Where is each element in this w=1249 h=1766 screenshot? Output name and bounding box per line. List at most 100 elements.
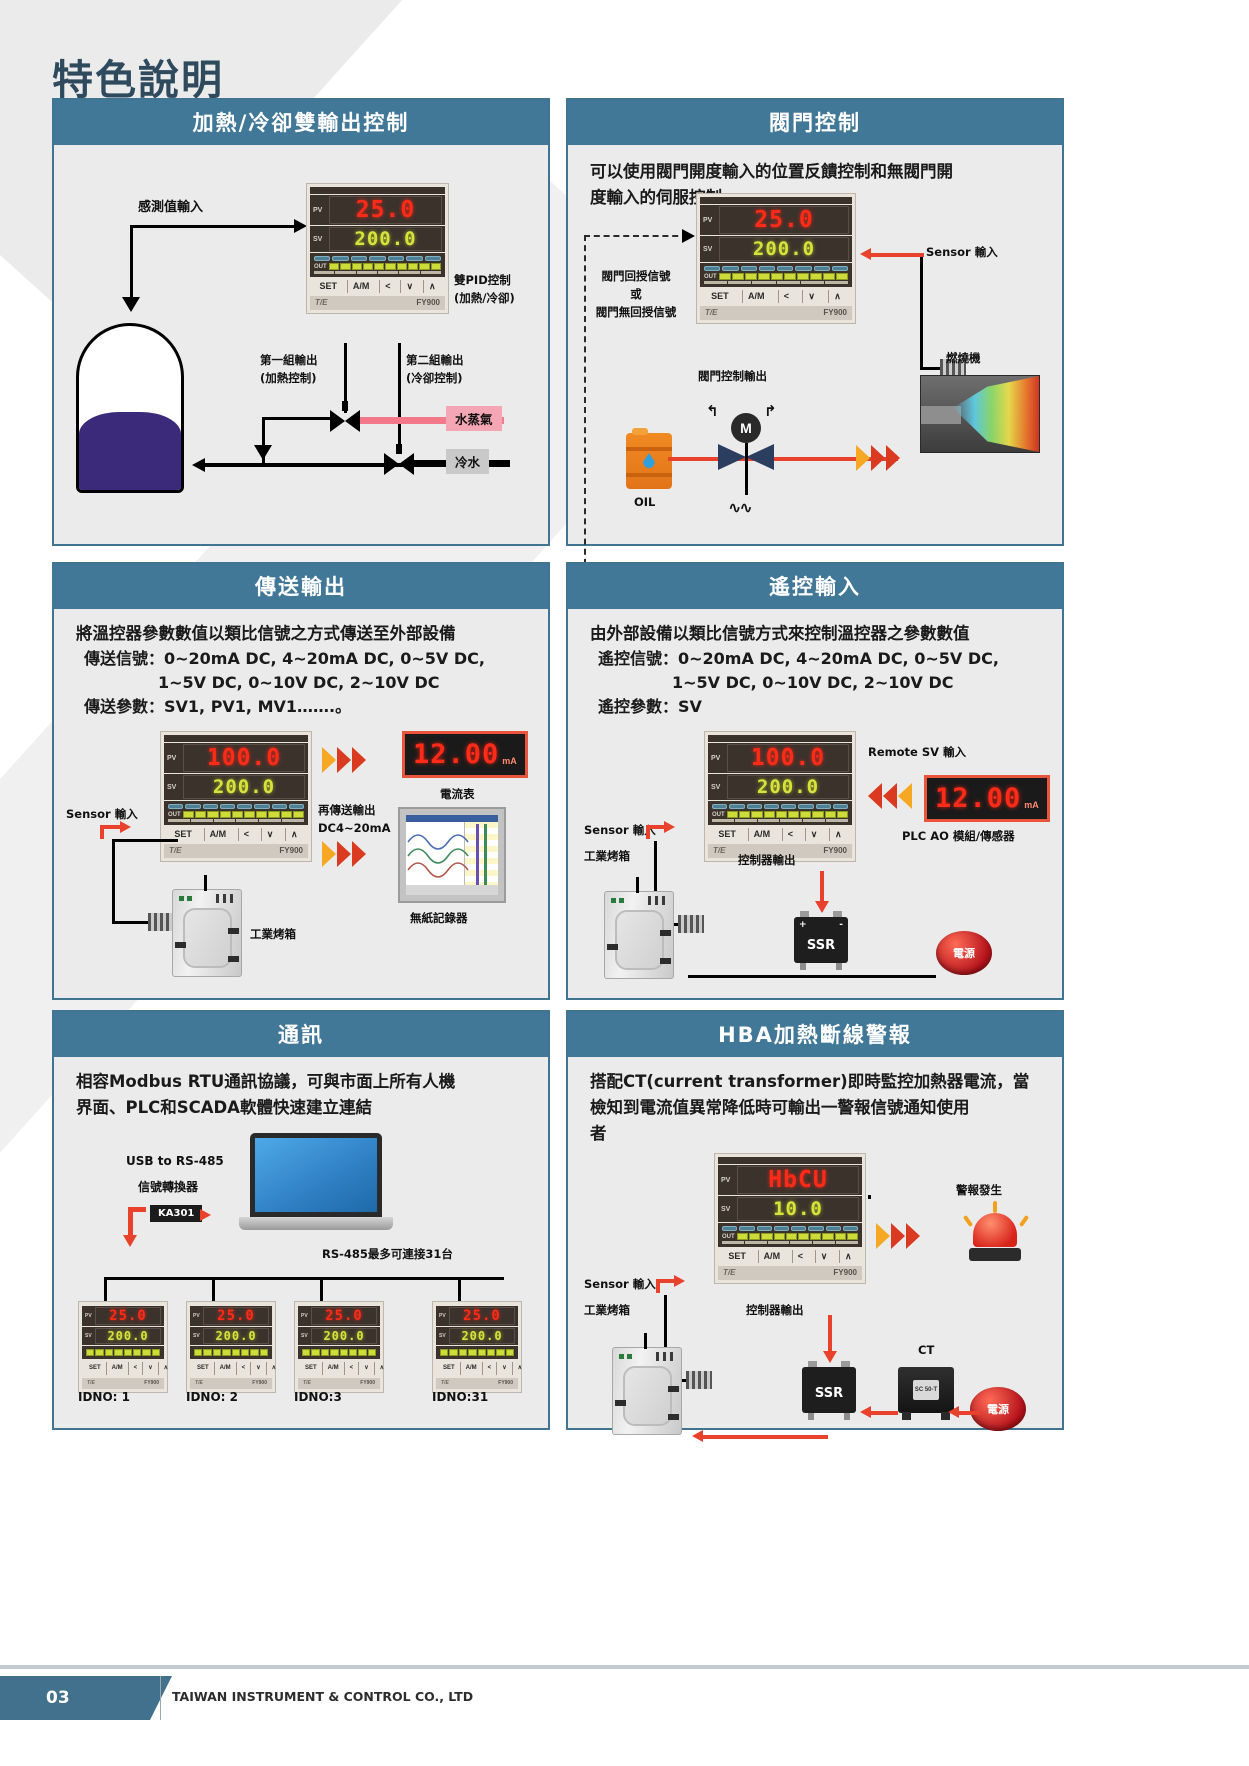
valve-heating — [330, 401, 360, 432]
panel-title: 遙控輸入 — [568, 564, 1062, 609]
button-left[interactable]: < — [777, 290, 794, 303]
button-down[interactable]: ∨ — [250, 1362, 265, 1375]
device-buttons[interactable]: SET A/M < ∨ ∧ — [190, 1357, 276, 1378]
tag-steam: 水蒸氣 — [446, 406, 502, 431]
sv-value: 10.0 — [737, 1197, 859, 1221]
arrow-ctrl-out — [815, 901, 829, 913]
label-oven: 工業烤箱 — [584, 849, 630, 863]
device-buttons[interactable]: SET A/M < ∨ ∧ — [708, 823, 852, 844]
device-buttons[interactable]: SET A/M < ∨ ∧ — [718, 1245, 862, 1266]
device-buttons[interactable]: SET A/M < ∨ ∧ — [82, 1357, 168, 1378]
button-down[interactable]: ∨ — [802, 290, 820, 303]
button-left[interactable]: < — [237, 828, 254, 841]
wire-to-burner-h — [920, 367, 942, 370]
button-down[interactable]: ∨ — [260, 828, 279, 841]
device-buttons[interactable]: SET A/M < ∨ ∧ — [298, 1357, 384, 1378]
button-down[interactable]: ∨ — [814, 1250, 833, 1263]
controller-device-2[interactable]: PV 25.0 SV 200.0 SET A/M < ∨ ∧ — [186, 1301, 276, 1393]
button-set[interactable]: SET — [197, 1365, 209, 1371]
controller-device-1[interactable]: PV 25.0 SV 200.0 SET A/M < ∨ ∧ — [78, 1301, 168, 1393]
button-down[interactable]: ∨ — [804, 828, 823, 841]
button-left[interactable]: < — [781, 828, 798, 841]
button-left[interactable]: < — [343, 1362, 359, 1375]
button-set[interactable]: SET — [174, 829, 192, 839]
button-set[interactable]: SET — [443, 1365, 455, 1371]
button-up[interactable]: ∧ — [829, 828, 847, 841]
button-set[interactable]: SET — [728, 1251, 746, 1261]
controller-device[interactable]: PV 25.0 SV 200.0 OUT — [696, 193, 856, 324]
device-buttons[interactable]: SET A/M < ∨ ∧ — [310, 275, 445, 296]
wire-ct-to-power — [956, 1411, 980, 1415]
button-left[interactable]: < — [481, 1362, 497, 1375]
recorder-sidebar — [464, 822, 498, 885]
button-am[interactable]: A/M — [346, 280, 375, 293]
wire-return-red — [700, 1435, 828, 1439]
button-set[interactable]: SET — [89, 1365, 101, 1371]
arrow-sensor-red — [664, 821, 675, 833]
device-buttons[interactable]: SET A/M < ∨ ∧ — [164, 823, 308, 844]
button-up[interactable]: ∧ — [285, 828, 303, 841]
button-am[interactable]: A/M — [321, 1362, 344, 1375]
controller-device-31[interactable]: PV 25.0 SV 200.0 SET A/M < ∨ ∧ — [432, 1301, 522, 1393]
button-down[interactable]: ∨ — [358, 1362, 373, 1375]
button-am[interactable]: A/M — [747, 828, 776, 841]
wire-output2 — [398, 343, 401, 453]
device-buttons[interactable]: SET A/M < ∨ ∧ — [700, 285, 852, 306]
button-set[interactable]: SET — [305, 1365, 317, 1371]
label-oil: OIL — [634, 495, 656, 509]
oven-knobs — [656, 1352, 673, 1361]
button-left[interactable]: < — [379, 280, 395, 293]
arrow-into-tank — [192, 458, 205, 472]
wire-oven-probe — [204, 875, 207, 891]
button-am[interactable]: A/M — [757, 1250, 786, 1263]
controller-device[interactable]: PV 100.0 SV 200.0 OUT — [160, 731, 312, 862]
sv-label: SV — [193, 1333, 200, 1339]
burner-band — [921, 406, 961, 424]
status-lamps — [704, 266, 848, 271]
button-down[interactable]: ∨ — [142, 1362, 157, 1375]
button-up[interactable]: ∧ — [422, 280, 441, 293]
pv-display-row: PV 100.0 — [164, 742, 308, 773]
button-up[interactable]: ∧ — [157, 1362, 173, 1375]
button-up[interactable]: ∧ — [828, 290, 846, 303]
button-am[interactable]: A/M — [213, 1362, 236, 1375]
label-output1-2: (加熱控制) — [260, 371, 317, 385]
oven-hinge-bottom — [228, 956, 239, 962]
button-up[interactable]: ∧ — [373, 1362, 389, 1375]
wire-oven-probe — [636, 877, 639, 893]
button-left[interactable]: < — [235, 1362, 251, 1375]
button-left[interactable]: < — [791, 1250, 808, 1263]
button-up[interactable]: ∧ — [839, 1250, 857, 1263]
button-set[interactable]: SET — [711, 291, 729, 301]
controller-device[interactable]: PV HbCU SV 10.0 OUT — [714, 1153, 866, 1284]
laptop-screen — [250, 1133, 382, 1217]
remote-body-line2: 遙控信號：0~20mA DC, 4~20mA DC, 0~5V DC, — [598, 649, 999, 668]
out-label: OUT — [704, 273, 717, 280]
button-down[interactable]: ∨ — [400, 280, 418, 293]
valve-body-icon — [718, 444, 774, 470]
sv-value: 200.0 — [183, 775, 305, 799]
ssr-polarity: + - — [799, 920, 843, 930]
company-name: TAIWAN INSTRUMENT & CONTROL CO., LTD — [172, 1689, 474, 1704]
controller-device[interactable]: PV 100.0 SV 200.0 OUT — [704, 731, 856, 862]
button-am[interactable]: A/M — [203, 828, 232, 841]
controller-device-3[interactable]: PV 25.0 SV 200.0 SET A/M < ∨ ∧ — [294, 1301, 384, 1393]
button-am[interactable]: A/M — [105, 1362, 128, 1375]
button-am[interactable]: A/M — [741, 290, 770, 303]
device-buttons[interactable]: SET A/M < ∨ ∧ — [436, 1357, 522, 1378]
button-am[interactable]: A/M — [459, 1362, 482, 1375]
button-up[interactable]: ∧ — [511, 1362, 527, 1375]
pv-display-row: PV 25.0 — [298, 1305, 380, 1326]
button-up[interactable]: ∧ — [265, 1362, 281, 1375]
device-brand-row: T/E FY900 — [298, 1378, 380, 1389]
label-valve-output: 閥門控制輸出 — [698, 369, 767, 383]
brand-label: T/E — [713, 846, 726, 855]
model-label: FY900 — [498, 1380, 513, 1386]
button-set[interactable]: SET — [718, 829, 736, 839]
controller-device[interactable]: PV 25.0 SV 200.0 OUT — [306, 183, 449, 314]
label-usb-rs485-2: 信號轉換器 — [138, 1180, 199, 1194]
output-bargraph — [194, 1349, 268, 1356]
button-set[interactable]: SET — [319, 281, 337, 291]
button-down[interactable]: ∨ — [496, 1362, 511, 1375]
button-left[interactable]: < — [127, 1362, 143, 1375]
